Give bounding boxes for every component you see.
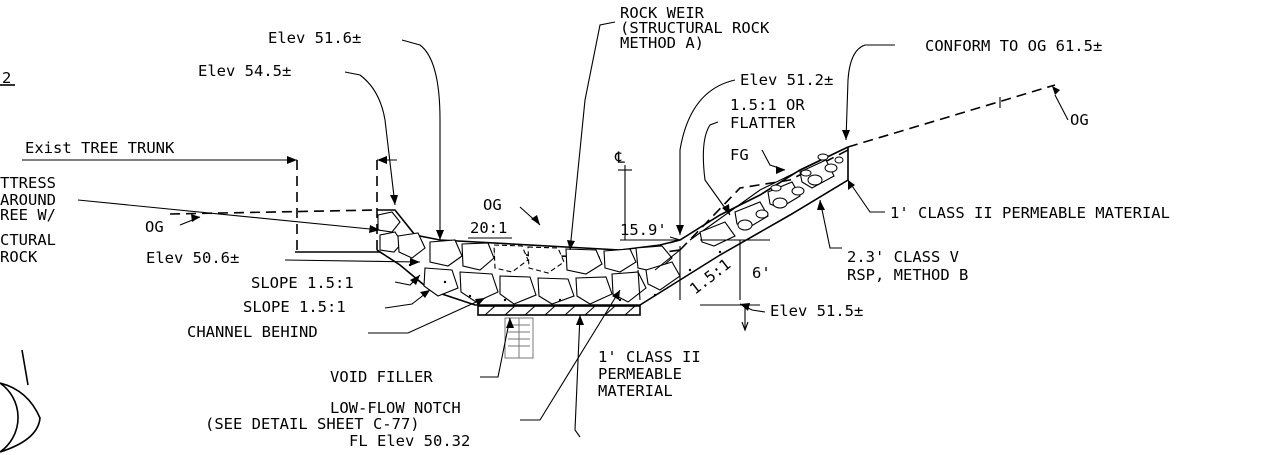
buttress-label-4: CTURAL bbox=[0, 231, 56, 249]
slope-flatter-label-2: FLATTER bbox=[730, 114, 796, 132]
low-flow-notch bbox=[504, 317, 534, 359]
og-left-label: OG bbox=[145, 218, 164, 236]
conform-label: CONFORM TO OG 61.5± bbox=[925, 37, 1102, 55]
permeable-bottom-label-2: PERMEABLE bbox=[598, 365, 682, 383]
dim-6-label: 6' bbox=[752, 264, 771, 282]
fg-label: FG bbox=[730, 146, 749, 164]
permeable-bottom-label-3: MATERIAL bbox=[598, 382, 673, 400]
buttress-label-2: AROUND bbox=[0, 191, 56, 209]
slope-1-label: SLOPE 1.5:1 bbox=[251, 274, 354, 292]
rock-weir-label-1: ROCK WEIR bbox=[620, 4, 705, 22]
labels: ROCK WEIR (STRUCTURAL ROCK METHOD A) Ele… bbox=[0, 4, 1170, 450]
slope-2-label: SLOPE 1.5:1 bbox=[243, 298, 346, 316]
elev-51-6-label: Elev 51.6± bbox=[268, 29, 361, 47]
elev-51-2-label: Elev 51.2± bbox=[740, 71, 833, 89]
rock-fill bbox=[377, 159, 835, 305]
slope-flatter-label-1: 1.5:1 OR bbox=[730, 96, 805, 114]
rock-weir-label-2: (STRUCTURAL ROCK bbox=[620, 19, 770, 37]
buttress-label-1: TTRESS bbox=[0, 174, 56, 192]
channel-geometry bbox=[169, 84, 1056, 359]
rsp-label-1: 2.3' CLASS V bbox=[847, 248, 959, 266]
arrowheads bbox=[191, 86, 1060, 328]
detail-circle-fragment bbox=[0, 382, 41, 453]
edge-fragment-label: 2 bbox=[2, 69, 11, 87]
centerline-label: ℄ bbox=[614, 149, 626, 167]
og-center-label: OG bbox=[483, 196, 502, 214]
rsp-stones bbox=[737, 153, 844, 231]
channel-behind-label: CHANNEL BEHIND bbox=[187, 323, 318, 341]
elev-50-6-label: Elev 50.6± bbox=[146, 249, 239, 267]
low-flow-label-2: (SEE DETAIL SHEET C-77) bbox=[205, 415, 420, 433]
rsp-label-2: RSP, METHOD B bbox=[847, 266, 968, 284]
elev-54-5-label: Elev 54.5± bbox=[198, 62, 291, 80]
leader-lines bbox=[22, 21, 1069, 438]
permeable-bottom-label-1: 1' CLASS II bbox=[598, 348, 701, 366]
elev-51-5-label: Elev 51.5± bbox=[770, 302, 863, 320]
permeable-right-label: 1' CLASS II PERMEABLE MATERIAL bbox=[890, 204, 1170, 222]
exist-tree-label: Exist TREE TRUNK bbox=[25, 139, 175, 157]
low-flow-label-3: FL Elev 50.32 bbox=[349, 432, 470, 450]
permeable-slab bbox=[477, 305, 641, 316]
void-filler-dots bbox=[408, 250, 722, 302]
void-filler-label: VOID FILLER bbox=[330, 368, 433, 386]
dim-15-9-label: 15.9' bbox=[620, 221, 667, 239]
og-right-line bbox=[847, 84, 1056, 148]
rock-weir-label-3: METHOD A) bbox=[620, 34, 704, 52]
buttress-label-3: REE W/ bbox=[0, 206, 56, 224]
og-right-label: OG bbox=[1070, 111, 1089, 129]
buttress-label-5: ROCK bbox=[0, 248, 38, 266]
og-left-line bbox=[169, 209, 378, 215]
low-flow-label-1: LOW-FLOW NOTCH bbox=[330, 399, 461, 417]
ratio-20-1-label: 20:1 bbox=[470, 219, 507, 237]
